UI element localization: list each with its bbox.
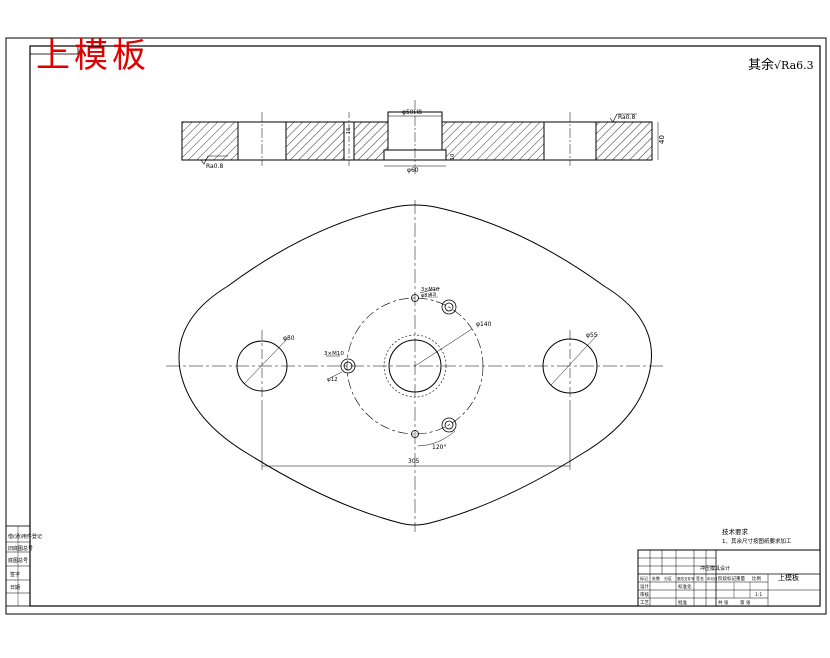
right-guide-hole (542, 338, 598, 394)
threaded-hole-left (340, 358, 356, 374)
hdr-count: 处数 (652, 575, 660, 581)
role-design: 设计 (640, 583, 649, 590)
left-guide-hole (236, 340, 288, 392)
drawing-title: 上模板 (36, 36, 150, 76)
outer-border (5, 37, 827, 615)
dim-small-left: φ12 (327, 377, 338, 383)
title-block: 冲压模具设计 上模板 标记 处数 分区 更改文件号 签名 年月日 设计 审核 工… (637, 549, 821, 607)
stage-scale: 比例 (752, 575, 761, 582)
threaded-hole-top (441, 299, 457, 315)
sheet-total: 共 张 (718, 599, 729, 606)
plate-outline (178, 204, 652, 526)
pitch-circle (346, 297, 484, 435)
project-name: 冲压模具设计 (700, 565, 730, 572)
roughness-value: Ra6.3 (781, 59, 814, 72)
stage-mark: 阶段标记 (718, 575, 736, 582)
hdr-date: 年月日 (707, 576, 718, 581)
tech-requirements: 技术要求 1、其余尺寸按图纸要求加工 (722, 527, 792, 545)
role-review: 审核 (640, 591, 649, 598)
top-left-box (29, 45, 79, 55)
stage-weight: 重量 (736, 575, 745, 582)
pin-hole-bottom (411, 430, 419, 438)
strip-label-5: 日期 (10, 585, 20, 591)
scale-value: 1:1 (755, 592, 762, 598)
dim-step: 10 (450, 154, 456, 160)
role-process: 工艺 (640, 600, 649, 606)
dim-angle: 120° (432, 444, 446, 451)
dim-bore-top: φ50H8 (402, 109, 422, 116)
dim-holes-left: 3×M10 (324, 351, 344, 357)
role-standard: 标准化 (678, 583, 692, 590)
strip-label-4: 签字 (10, 571, 20, 578)
inner-border (29, 45, 821, 607)
tech-heading: 技术要求 (722, 527, 749, 536)
strip-label-1: 借(通)用件登记 (8, 533, 42, 540)
threaded-hole-bottom (441, 417, 457, 433)
center-bore-counter (383, 334, 447, 398)
dim-right-hole: φ55 (586, 332, 598, 339)
center-bore (388, 339, 442, 393)
pin-hole-top (411, 294, 419, 302)
dim-span: 305 (408, 458, 420, 465)
roughness-symbol-icon: √ (774, 59, 782, 72)
hdr-doc: 更改文件号 (677, 576, 695, 581)
dim-left-hole: φ50 (283, 335, 295, 342)
sheet-no: 第 张 (740, 599, 751, 606)
roughness-note: 其余√Ra6.3 (748, 54, 814, 73)
hdr-sign: 签名 (696, 575, 704, 581)
dim-bore-bottom: φ60 (407, 167, 419, 174)
left-strip: 借(通)用件登记 旧底图总号 底图总号 签字 日期 (5, 525, 42, 607)
section-view: φ50H8 φ60 40 16 10 Ra0.8 Ra0.8 (181, 100, 666, 176)
hdr-mark: 标记 (640, 575, 648, 581)
dim-height: 40 (658, 135, 666, 144)
dim-pcd: φ140 (476, 321, 492, 328)
dim-small-depth: 16 (346, 128, 352, 134)
dim-holes-top: 3×M10 (421, 287, 439, 293)
hdr-zone: 分区 (664, 575, 672, 581)
plan-view: φ50 φ55 φ140 (166, 200, 664, 532)
rough-right: Ra0.8 (618, 114, 635, 121)
role-approve: 批准 (678, 599, 687, 606)
dim-holes-top-2: φ8通孔 (421, 292, 437, 299)
strip-label-2: 旧底图总号 (8, 545, 33, 552)
strip-label-3: 底图总号 (8, 557, 28, 564)
roughness-prefix: 其余 (748, 58, 775, 73)
rough-left: Ra0.8 (206, 163, 223, 170)
tech-item-1: 1、其余尺寸按图纸要求加工 (722, 537, 792, 545)
part-name: 上模板 (778, 573, 799, 582)
